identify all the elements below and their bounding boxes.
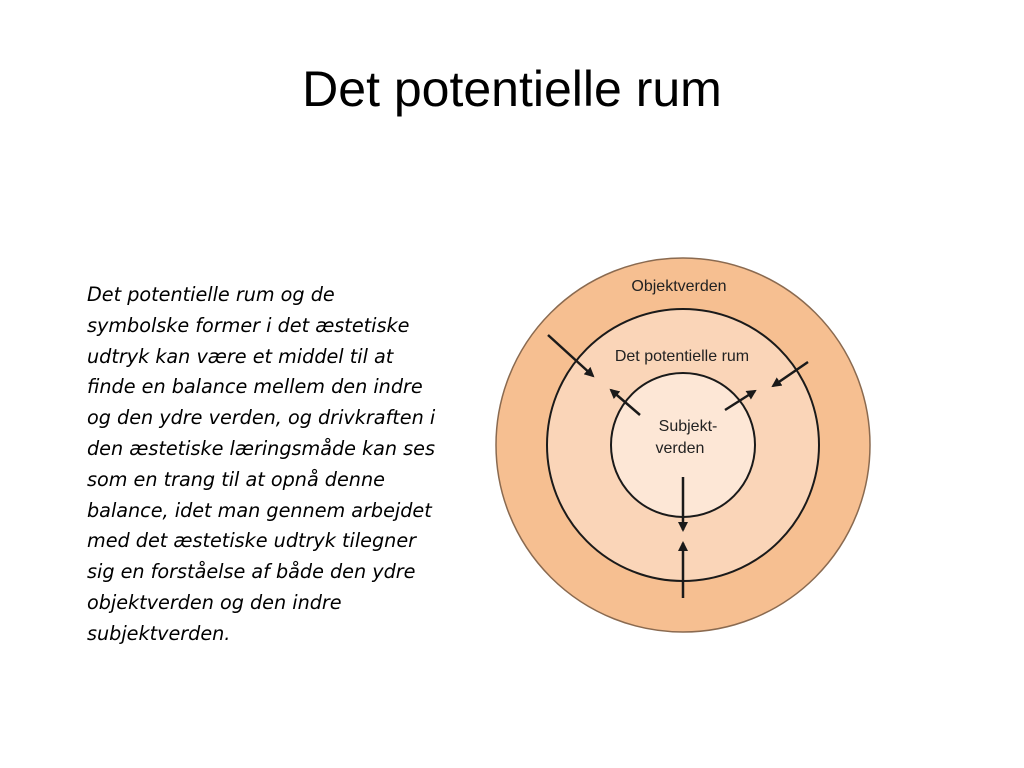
arrow-outer-to-middle-right	[771, 360, 809, 388]
arrow-inner-to-middle-right	[724, 389, 757, 412]
arrow-outer-to-middle-left	[547, 334, 595, 378]
middle-label-potentielle-rum: Det potentielle rum	[615, 348, 749, 365]
outer-label-objektverden: Objektverden	[631, 278, 726, 295]
inner-label-line2: verden	[656, 440, 705, 457]
arrow-inner-to-middle-left	[609, 388, 641, 416]
slide-title: Det potentielle rum	[302, 61, 722, 117]
potential-space-diagram: Objektverden Det potentielle rum Subjekt…	[495, 257, 871, 633]
inner-label-line1: Subjekt-	[659, 418, 718, 435]
slide-body-text: Det potentielle rum og de symbolske form…	[87, 283, 436, 645]
